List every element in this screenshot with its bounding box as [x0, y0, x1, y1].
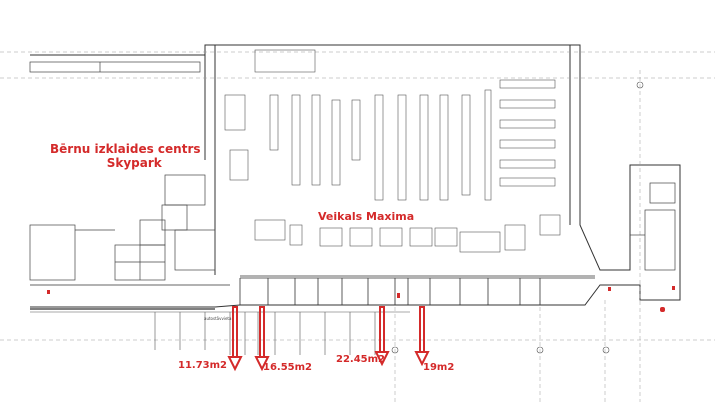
- unit-arrows: [227, 306, 430, 372]
- skypark-title: Bērnu izklaides centrs Skypark: [50, 142, 201, 171]
- building-outline: [30, 44, 681, 308]
- skypark-zone: [29, 61, 216, 281]
- unit-area-1: 11.73m2: [178, 360, 228, 371]
- maxima-title: Veikals Maxima: [318, 210, 415, 223]
- skypark-title-line1: Bērnu izklaides centrs: [50, 142, 201, 156]
- unit-area-4: 19m2: [423, 362, 455, 373]
- arrow-unit-3: [374, 306, 390, 367]
- arrow-unit-1: [227, 306, 243, 372]
- unit-area-3: 22.45m2: [336, 354, 386, 365]
- red-markers: [47, 286, 675, 312]
- arrow-unit-4: [414, 306, 430, 367]
- unit-row: [30, 275, 595, 305]
- arrow-unit-2: [254, 306, 270, 372]
- parking-label: autostāvvieta: [204, 316, 232, 321]
- unit-area-2: 16.55m2: [263, 362, 313, 373]
- parking-lines: [30, 308, 410, 355]
- skypark-title-line2: Skypark: [106, 155, 162, 170]
- grid-lines: [0, 51, 715, 402]
- right-annex: [630, 182, 676, 271]
- grid-markers: [391, 81, 644, 354]
- maxima-shelves: [224, 49, 561, 253]
